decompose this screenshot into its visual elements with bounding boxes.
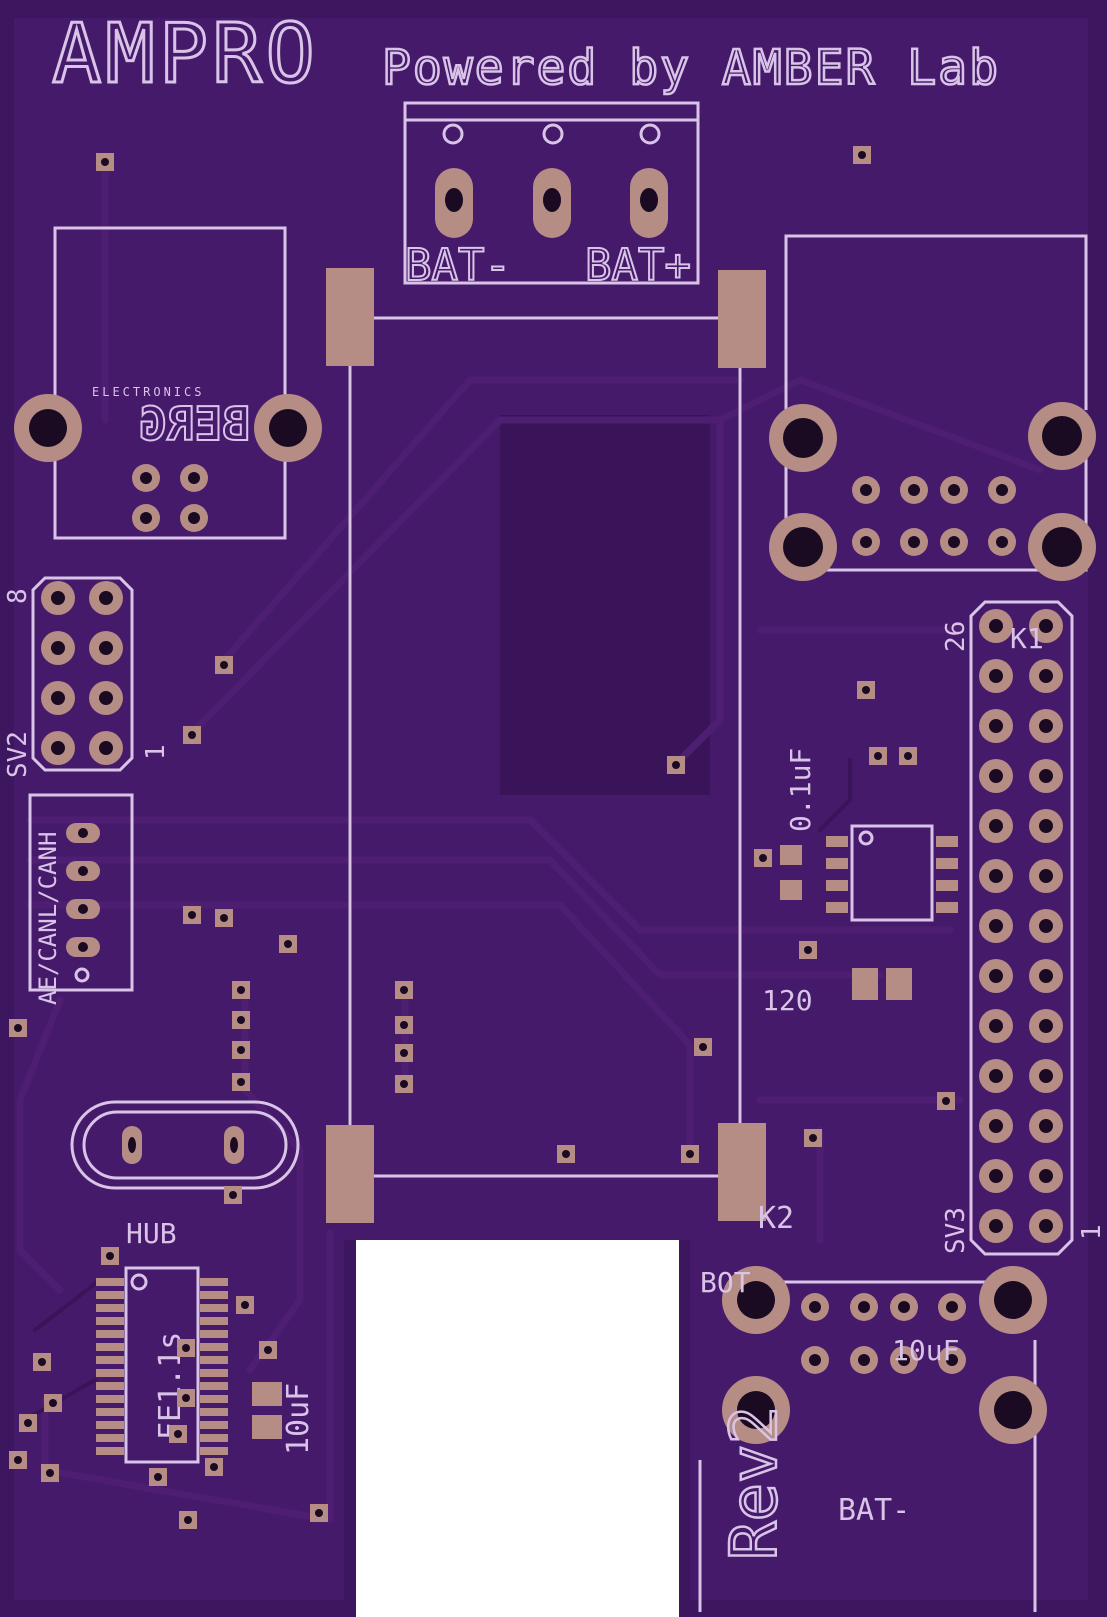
label-k1: K1 — [1010, 622, 1044, 655]
sv2-header: 8 1 SV2 — [3, 576, 171, 778]
label-sv3: SV3 — [941, 1207, 971, 1254]
ic-pin — [96, 1395, 124, 1403]
label-bat-plus-top: BAT+ — [585, 240, 691, 291]
crystal-oscillator-icon — [70, 1100, 300, 1190]
ic-pin — [200, 1291, 228, 1299]
ic-pin — [96, 1304, 124, 1312]
label-res-120: 120 — [762, 984, 813, 1017]
ic-pin — [96, 1330, 124, 1338]
label-sv2-pin1: 1 — [141, 744, 171, 760]
label-cap-10uf-b: 10uF — [892, 1334, 959, 1367]
label-bat-minus-bottom: BAT- — [838, 1493, 910, 1528]
label-cap-0.1uf: 0.1uF — [784, 748, 817, 832]
label-sv2: SV2 — [3, 731, 33, 778]
ic-pin — [200, 1304, 228, 1312]
ic-pin — [200, 1330, 228, 1338]
berg-electronics-text: ELECTRONICS — [92, 385, 204, 399]
ic-pin — [200, 1434, 228, 1442]
ic-pin — [200, 1382, 228, 1390]
ic-pin — [96, 1434, 124, 1442]
ic-pin — [200, 1408, 228, 1416]
label-hub: HUB — [126, 1217, 177, 1250]
label-bot: BOT — [700, 1266, 751, 1299]
ic-pin — [200, 1278, 228, 1286]
ic-pin — [200, 1447, 228, 1455]
ic-pin — [96, 1447, 124, 1455]
vias — [9, 146, 955, 1529]
ic-pin — [96, 1408, 124, 1416]
ic-pin — [96, 1317, 124, 1325]
can-transceiver: 0.1uF 120 — [762, 748, 958, 1017]
label-sv2-pin8: 8 — [3, 588, 33, 604]
title-ampro: AMPRO — [52, 7, 319, 102]
center-module: K2 — [326, 268, 794, 1236]
berg-usb-connector: ELECTRONICS BERG — [14, 226, 322, 540]
ic-pin — [96, 1291, 124, 1299]
sv3-header — [969, 600, 1074, 1256]
ic-pin — [200, 1421, 228, 1429]
cap-10uf: 10uF — [252, 1382, 316, 1455]
ic-pin — [200, 1356, 228, 1364]
ic-pin — [96, 1356, 124, 1364]
ic-pin — [96, 1382, 124, 1390]
ic-pin — [200, 1317, 228, 1325]
ic-pin — [96, 1421, 124, 1429]
ic-pin — [96, 1369, 124, 1377]
label-sv3-pin1: 1 — [1077, 1224, 1107, 1240]
label-can-header: AE/CANL/CANH — [34, 832, 62, 1005]
svg-text:BERG: BERG — [139, 397, 250, 451]
center-pour — [500, 415, 710, 795]
label-k2: K2 — [758, 1201, 794, 1236]
title-subtitle: Powered by AMBER Lab — [382, 40, 1000, 96]
ic-pin — [96, 1278, 124, 1286]
ic-pin — [200, 1343, 228, 1351]
label-bat-minus-top: BAT- — [405, 240, 511, 291]
berg-logo-icon: BERG — [138, 396, 251, 452]
ic-pin — [200, 1395, 228, 1403]
ic-pin — [96, 1343, 124, 1351]
label-cap-10uf: 10uF — [281, 1383, 316, 1455]
label-rev2: Rev2 — [718, 1406, 792, 1560]
label-k1-pin26: 26 — [941, 621, 971, 652]
ic-pin — [200, 1369, 228, 1377]
can-header: AE/CANL/CANH — [28, 793, 134, 1005]
usb-connector-bottom-right: BOT 10uF Rev2 BAT- — [698, 1266, 1047, 1612]
battery-terminal-top: BAT- BAT+ — [403, 101, 700, 292]
usb-connector-right-top — [769, 234, 1096, 581]
